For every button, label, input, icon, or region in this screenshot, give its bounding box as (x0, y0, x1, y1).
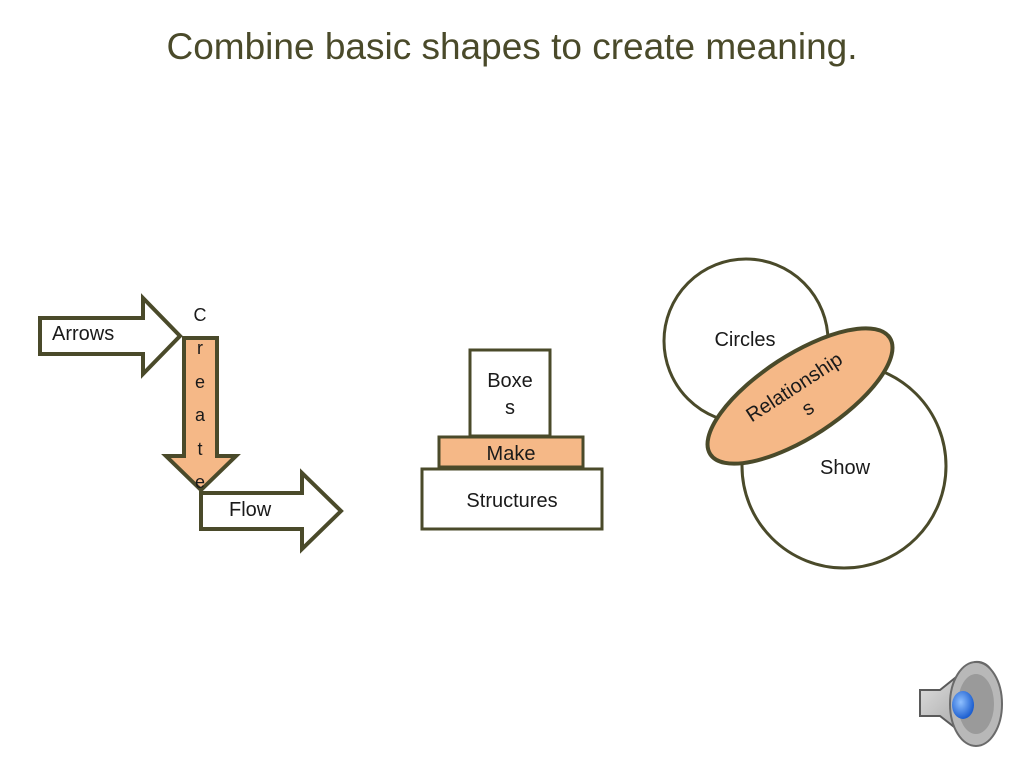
arrows-arrow-shape (38, 293, 183, 379)
create-arrow-shape (161, 336, 241, 493)
make-box (437, 435, 585, 469)
create-label: C r e a t e (194, 305, 207, 492)
structures-label: Structures (466, 490, 557, 512)
boxes-box (468, 348, 552, 438)
boxes-group: Boxe s Make Structures (420, 348, 604, 531)
structures-box (420, 467, 604, 531)
create-letter: C (194, 305, 207, 325)
create-letter: e (195, 372, 205, 392)
circles-group: Circles Show Relationship s (662, 257, 948, 570)
arrows-label: Arrows (52, 323, 114, 345)
show-label: Show (820, 457, 871, 479)
flow-label: Flow (229, 499, 272, 521)
create-letter: r (197, 338, 203, 358)
arrows-group: Arrows C r e a t e Flow (38, 293, 344, 554)
create-letter: a (195, 405, 206, 425)
boxes-label-line1: Boxe (487, 370, 533, 392)
circles-label: Circles (714, 329, 775, 351)
create-letter: e (195, 472, 205, 492)
slide-title: Combine basic shapes to create meaning. (166, 26, 858, 67)
boxes-label-line2: s (505, 397, 515, 419)
make-label: Make (487, 443, 536, 465)
relationships-oval (705, 326, 895, 466)
flow-arrow-shape (199, 468, 344, 554)
speaker-icon[interactable] (919, 660, 1003, 747)
create-letter: t (197, 439, 202, 459)
